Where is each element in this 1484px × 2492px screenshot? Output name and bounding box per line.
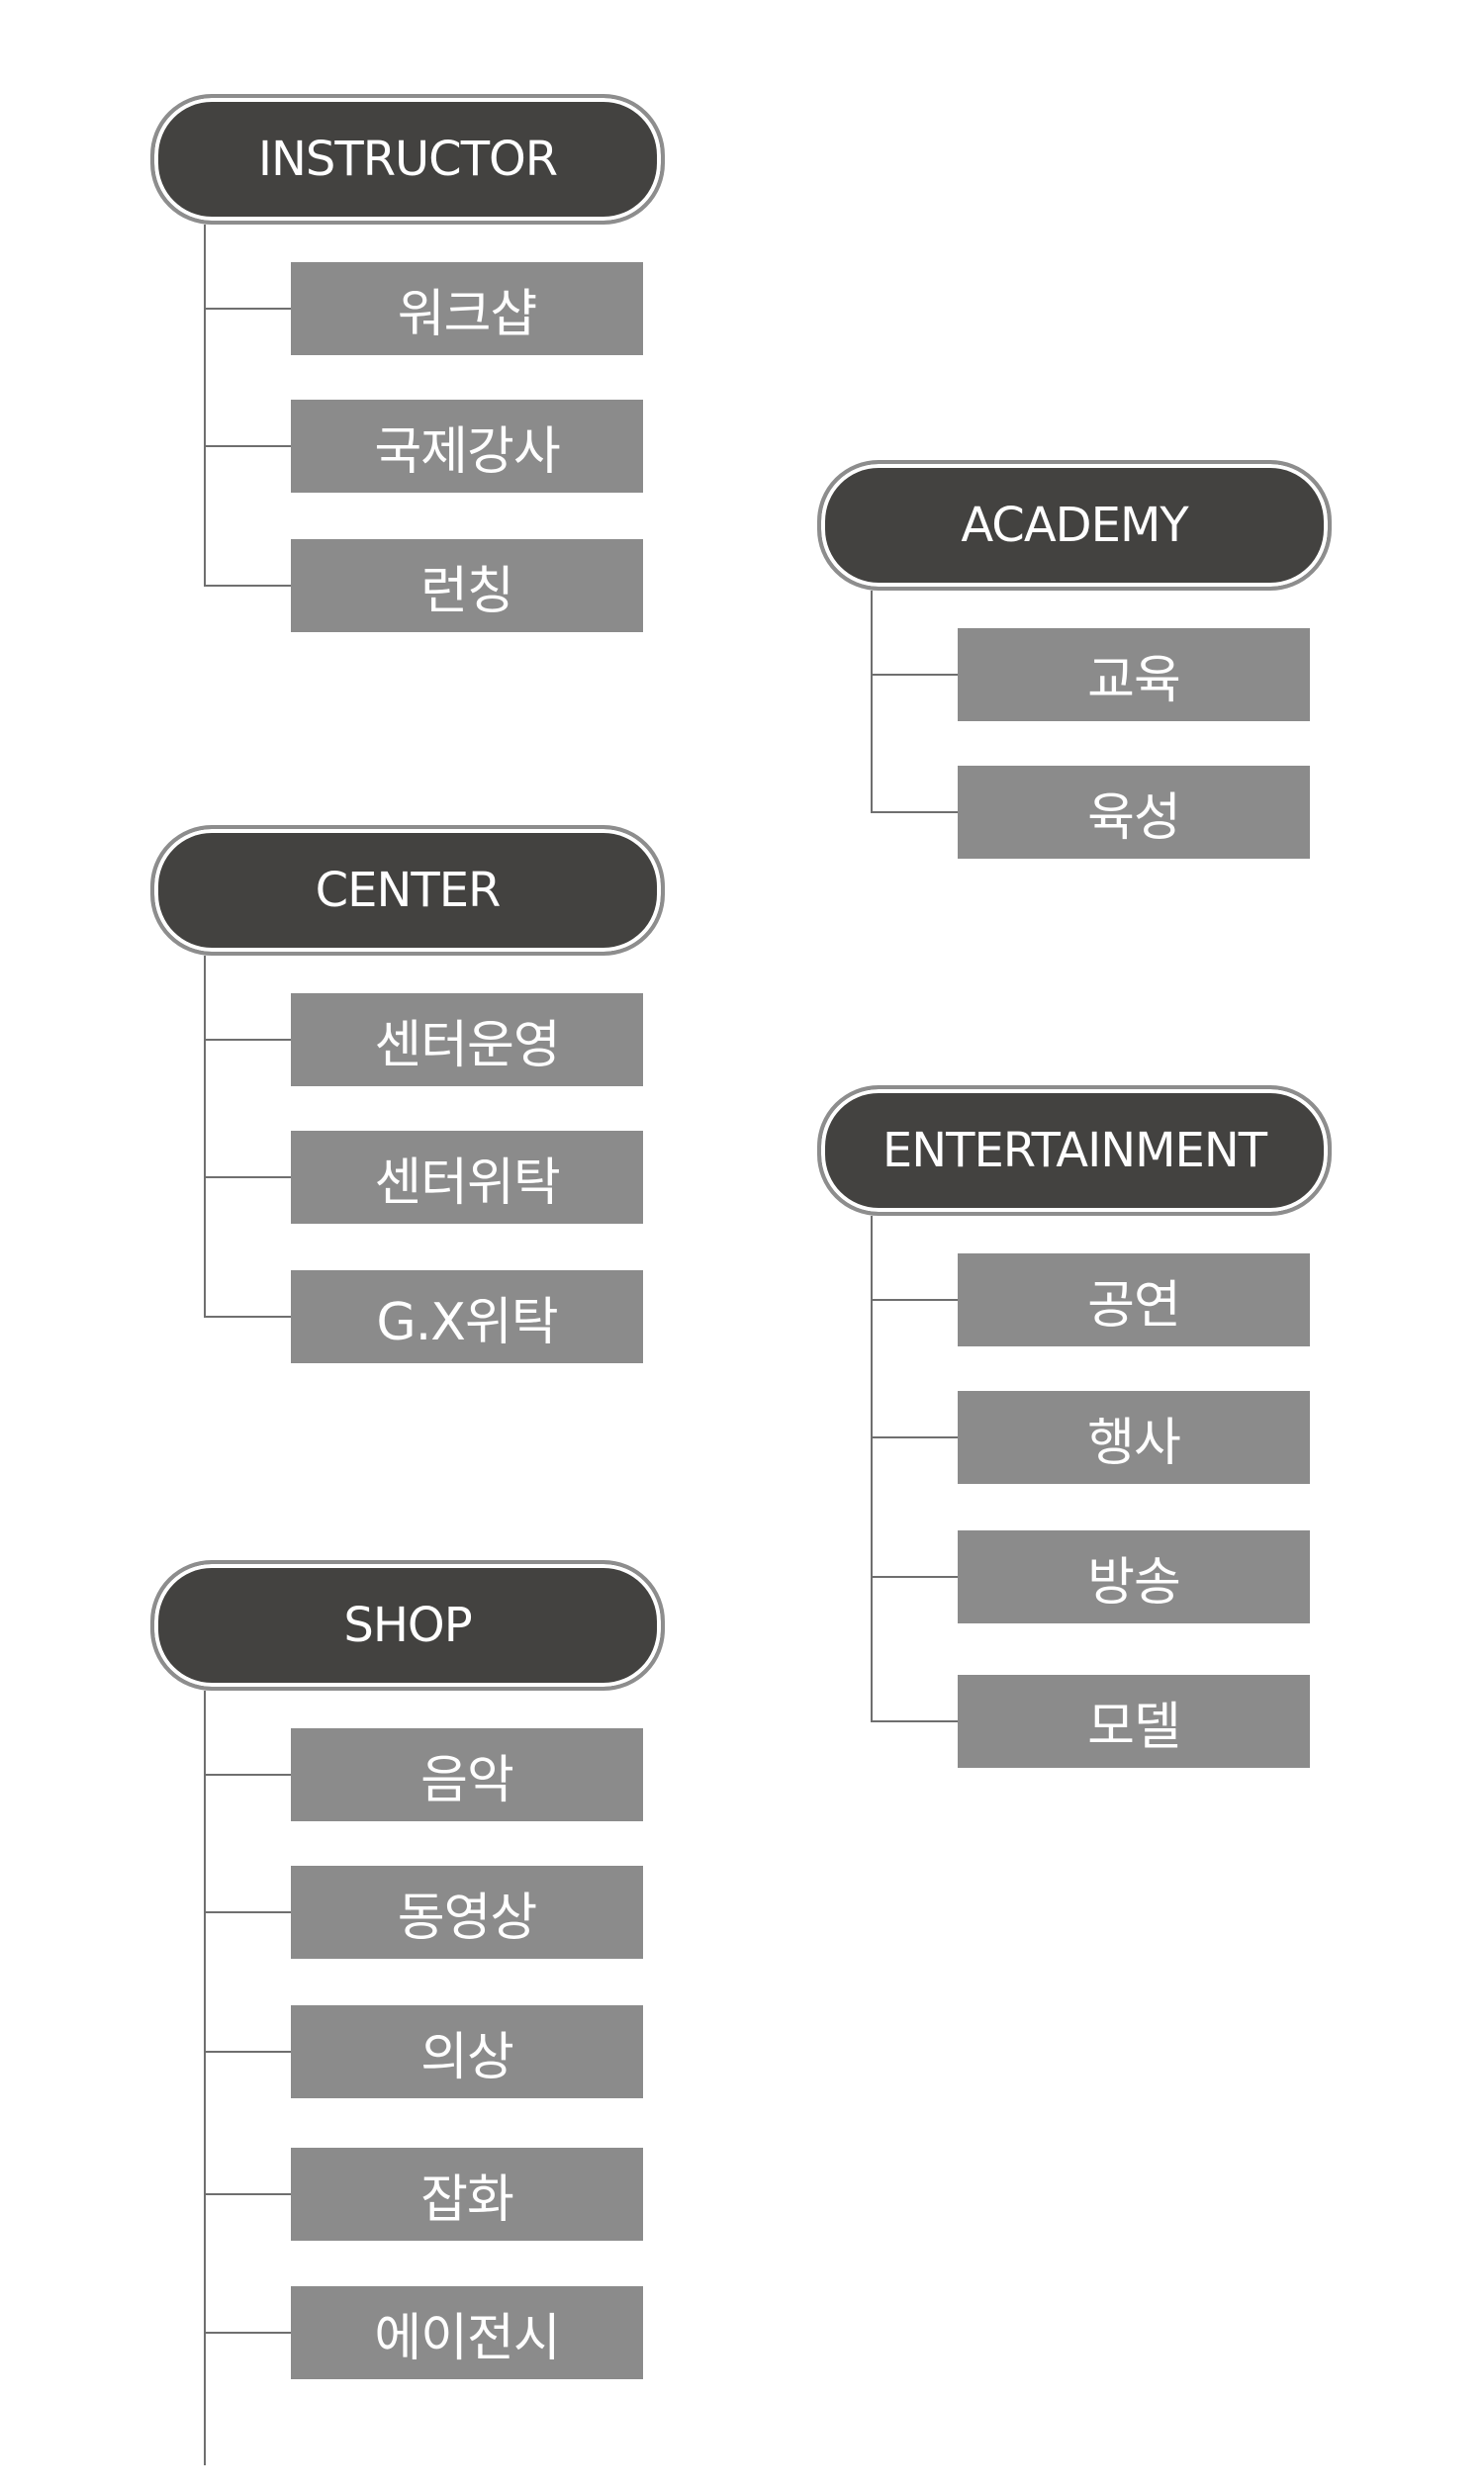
category-academy[interactable]: ACADEMY [817, 460, 1332, 591]
category-group-academy: ACADEMY 교육 육성 [817, 460, 1332, 866]
connector-horizontal [204, 308, 291, 310]
connector-horizontal [204, 1039, 291, 1041]
category-center[interactable]: CENTER [150, 825, 665, 956]
connector-horizontal [871, 1576, 958, 1578]
item-agency[interactable]: 에이전시 [291, 2286, 643, 2379]
item-clothing[interactable]: 의상 [291, 2005, 643, 2098]
connector-vertical [871, 591, 873, 813]
item-center-operation[interactable]: 센터운영 [291, 993, 643, 1086]
connector-vertical [204, 225, 206, 586]
connector-vertical [871, 1216, 873, 1721]
connector-horizontal [204, 445, 291, 447]
item-broadcast[interactable]: 방송 [958, 1530, 1310, 1623]
connector-horizontal [871, 674, 958, 676]
connector-horizontal [204, 1911, 291, 1913]
connector-horizontal [204, 2332, 291, 2334]
item-music[interactable]: 음악 [291, 1728, 643, 1821]
category-group-center: CENTER 센터운영 센터위탁 G.X위탁 [150, 825, 665, 1369]
connector-horizontal [204, 2193, 291, 2195]
connector-horizontal [204, 1316, 291, 1318]
item-workshop[interactable]: 워크샵 [291, 262, 643, 355]
connector-horizontal [204, 1774, 291, 1776]
connector-vertical [204, 1691, 206, 2465]
item-training[interactable]: 육성 [958, 766, 1310, 859]
category-shop[interactable]: SHOP [150, 1560, 665, 1691]
connector-horizontal [204, 2051, 291, 2053]
item-launching[interactable]: 런칭 [291, 539, 643, 632]
item-international-instructor[interactable]: 국제강사 [291, 400, 643, 493]
connector-vertical [204, 956, 206, 1317]
item-video[interactable]: 동영상 [291, 1866, 643, 1959]
item-event[interactable]: 행사 [958, 1391, 1310, 1484]
item-goods[interactable]: 잡화 [291, 2148, 643, 2241]
category-group-entertainment: ENTERTAINMENT 공연 행사 방송 모델 [817, 1085, 1332, 1778]
item-gx-consignment[interactable]: G.X위탁 [291, 1270, 643, 1363]
category-group-shop: SHOP 음악 동영상 의상 잡화 에이전시 [150, 1560, 665, 2465]
connector-horizontal [871, 1720, 958, 1722]
connector-horizontal [871, 1436, 958, 1438]
item-model[interactable]: 모델 [958, 1675, 1310, 1768]
connector-horizontal [204, 1176, 291, 1178]
category-group-instructor: INSTRUCTOR 워크샵 국제강사 런칭 [150, 94, 665, 638]
category-entertainment[interactable]: ENTERTAINMENT [817, 1085, 1332, 1216]
item-performance[interactable]: 공연 [958, 1253, 1310, 1346]
connector-horizontal [871, 811, 958, 813]
item-education[interactable]: 교육 [958, 628, 1310, 721]
connector-horizontal [871, 1299, 958, 1301]
connector-horizontal [204, 585, 291, 587]
category-instructor[interactable]: INSTRUCTOR [150, 94, 665, 225]
item-center-consignment[interactable]: 센터위탁 [291, 1131, 643, 1224]
